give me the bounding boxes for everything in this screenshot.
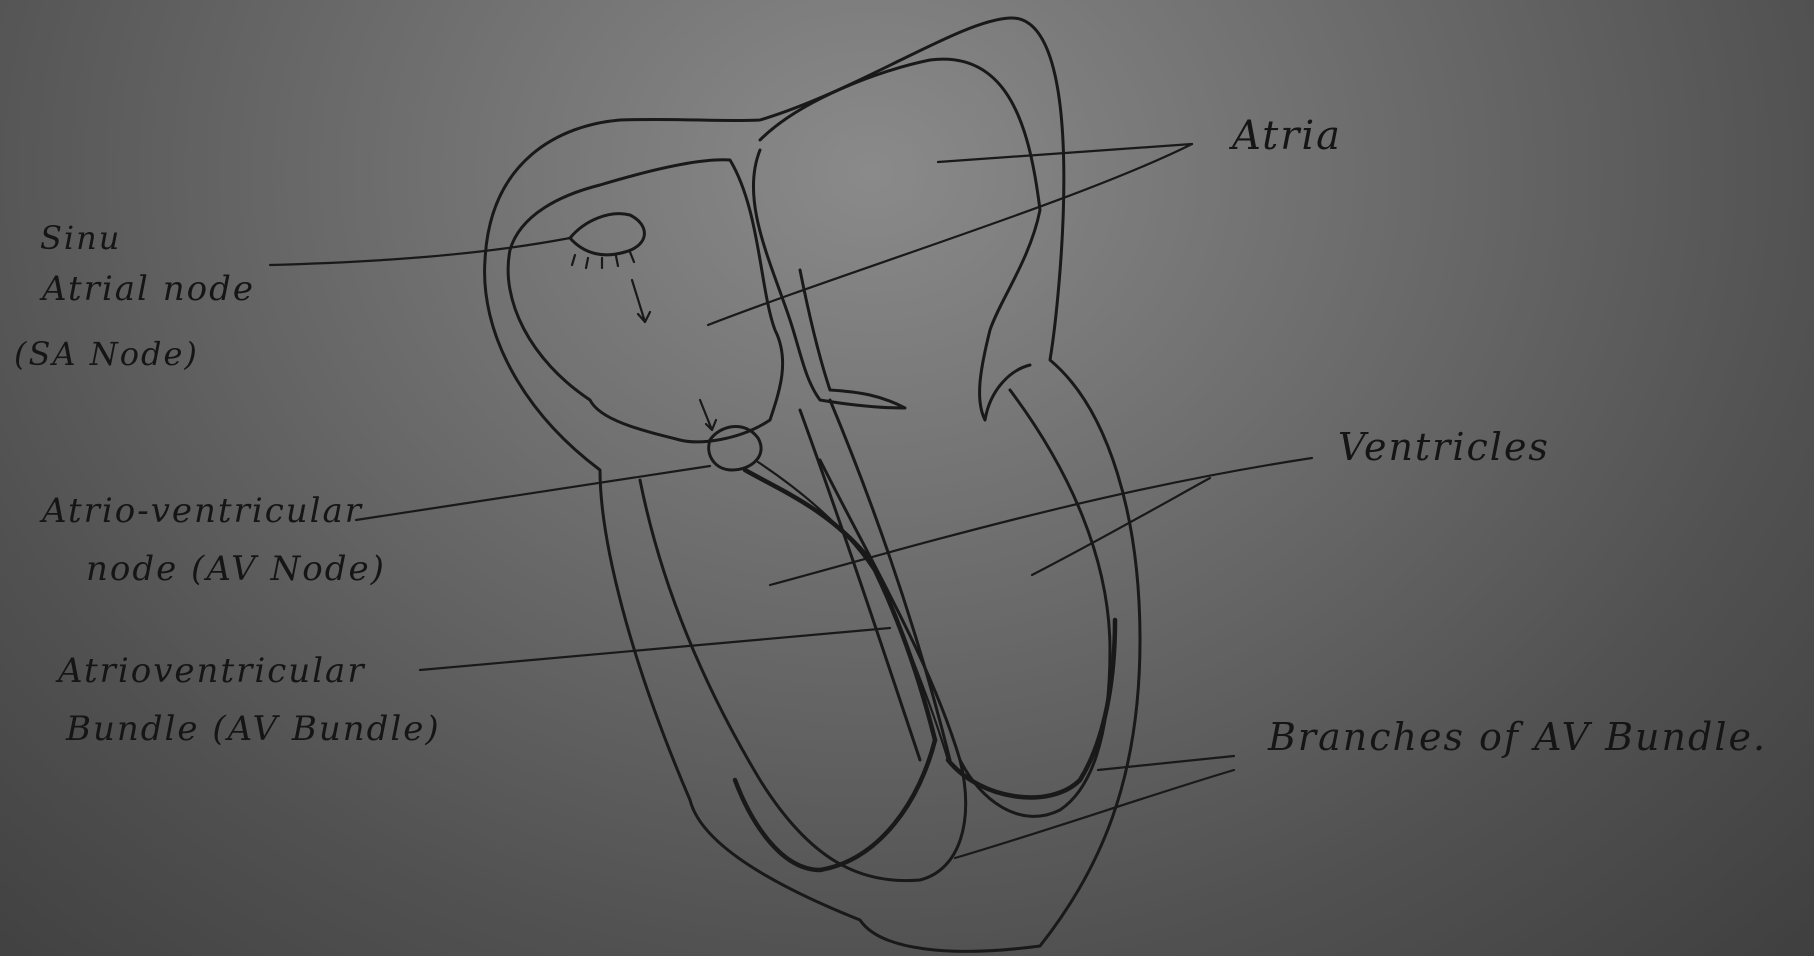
sa-av-arrow — [632, 280, 650, 322]
av-node-arrow — [700, 400, 716, 430]
branches-leader-b — [955, 770, 1234, 858]
atrial-septum — [753, 150, 905, 408]
branches-leader-a — [1098, 756, 1234, 770]
av-bundle-outline — [758, 462, 948, 760]
av-node-leader — [356, 466, 710, 520]
label-ventricles: Ventricles — [1338, 428, 1550, 466]
label-av-node-line2: node (AV Node) — [86, 552, 386, 586]
sa-node-leader — [270, 238, 570, 265]
label-branches-av-bundle: Branches of AV Bundle. — [1268, 718, 1767, 756]
left-atrium-inner-wall — [508, 160, 783, 442]
sa-node-shape — [570, 214, 644, 255]
label-sinu: Sinu — [40, 222, 121, 254]
atria-leader-b — [708, 144, 1192, 325]
label-av-bundle-line1: Atrioventricular — [58, 654, 366, 688]
right-atrium-inner-wall — [760, 59, 1040, 420]
label-sa-node: (SA Node) — [14, 338, 199, 370]
av-bundle-leader — [420, 628, 890, 670]
label-av-node-line1: Atrio-ventricular — [42, 494, 363, 528]
left-bundle-branch — [735, 740, 935, 870]
label-atria: Atria — [1232, 116, 1342, 156]
label-atrial-node: Atrial node — [42, 272, 255, 306]
right-ventricle-inner-wall — [960, 390, 1110, 816]
av-node-shape — [709, 426, 761, 470]
label-av-bundle-line2: Bundle (AV Bundle) — [66, 712, 441, 746]
ventricles-leader-b — [1032, 478, 1210, 575]
